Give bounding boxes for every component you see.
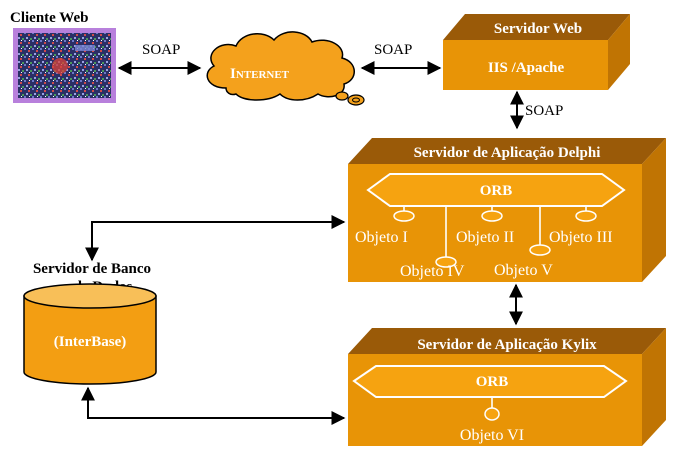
web-server-box: Servidor Web IIS /Apache bbox=[443, 14, 630, 90]
soap-label-web: SOAP bbox=[525, 103, 563, 119]
database-server: Servidor de Banco de Dados (InterBase) bbox=[23, 261, 157, 385]
object-node bbox=[484, 407, 500, 421]
delphi-server-title: Servidor de Aplicação Delphi bbox=[414, 145, 601, 161]
object-label-4: Objeto IV bbox=[400, 263, 465, 280]
delphi-object-labels: Objeto I Objeto II Objeto III Objeto IV … bbox=[355, 229, 613, 280]
internet-cloud: INTERNET bbox=[206, 31, 365, 106]
object-node bbox=[575, 210, 597, 222]
db-product-label: (InterBase) bbox=[54, 334, 126, 350]
kylix-orb-bus bbox=[352, 365, 628, 398]
computer-screen-icon bbox=[13, 28, 116, 103]
object-node bbox=[529, 244, 551, 256]
delphi-orb-bus bbox=[366, 173, 626, 207]
object-node bbox=[435, 256, 457, 268]
delphi-database-connector bbox=[85, 215, 346, 262]
delphi-orb-label: ORB bbox=[480, 183, 513, 199]
db-title-line1: Servidor de Banco bbox=[33, 261, 151, 277]
kylix-database-connector bbox=[81, 386, 346, 425]
object-label-1: Objeto I bbox=[355, 229, 408, 246]
client-web: Cliente Web bbox=[10, 10, 116, 103]
cloud-icon bbox=[206, 31, 355, 101]
client-label: Cliente Web bbox=[10, 10, 88, 26]
internet-label: INTERNET bbox=[230, 66, 290, 82]
web-server-title: Servidor Web bbox=[494, 21, 582, 37]
soap-label-internet: SOAP bbox=[374, 42, 412, 58]
object-node bbox=[481, 210, 503, 222]
database-cylinder-icon bbox=[23, 283, 157, 385]
delphi-server-box: Servidor de Aplicação Delphi ORB Objeto … bbox=[348, 138, 666, 282]
soap-label-client: SOAP bbox=[142, 42, 180, 58]
object-label-6: Objeto VI bbox=[460, 427, 524, 444]
kylix-orb-label: ORB bbox=[476, 374, 509, 390]
object-label-3: Objeto III bbox=[549, 229, 613, 246]
kylix-server-box: Servidor de Aplicação Kylix ORB Objeto V… bbox=[348, 328, 666, 446]
object-label-2: Objeto II bbox=[456, 229, 514, 246]
delphi-object-nodes bbox=[393, 210, 597, 268]
web-server-subtitle: IIS /Apache bbox=[488, 60, 565, 76]
kylix-server-title: Servidor de Aplicação Kylix bbox=[417, 337, 597, 353]
object-node bbox=[393, 210, 415, 222]
object-label-5: Objeto V bbox=[494, 262, 553, 279]
